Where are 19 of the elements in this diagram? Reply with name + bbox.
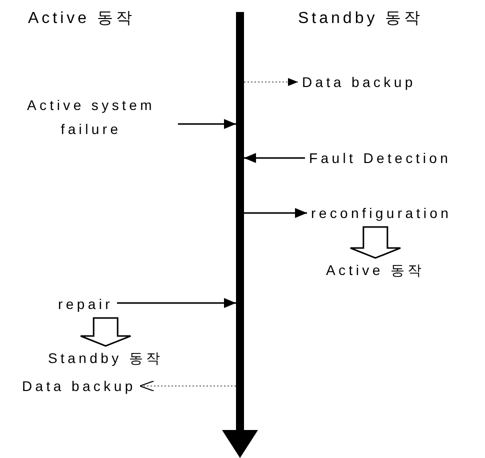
step-label: Active system failure — [8, 93, 174, 141]
arrow — [178, 119, 236, 129]
step-label: Standby 동작 — [48, 346, 164, 370]
step-label: Data backup — [22, 374, 136, 398]
step-label: Active 동작 — [326, 258, 425, 282]
column-heading: Standby 동작 — [298, 9, 424, 29]
step-label: repair — [58, 292, 113, 316]
step-label: reconfiguration — [311, 201, 452, 225]
arrow — [117, 298, 236, 308]
column-heading: Active 동작 — [28, 9, 136, 29]
arrow — [139, 380, 236, 392]
arrow — [244, 153, 305, 163]
timeline-arrow — [222, 12, 258, 458]
block-arrow — [80, 317, 132, 347]
step-label: Data backup — [302, 70, 416, 94]
block-arrow — [350, 226, 402, 259]
arrow — [244, 208, 307, 218]
arrow — [244, 78, 298, 86]
step-label: Fault Detection — [309, 146, 452, 170]
